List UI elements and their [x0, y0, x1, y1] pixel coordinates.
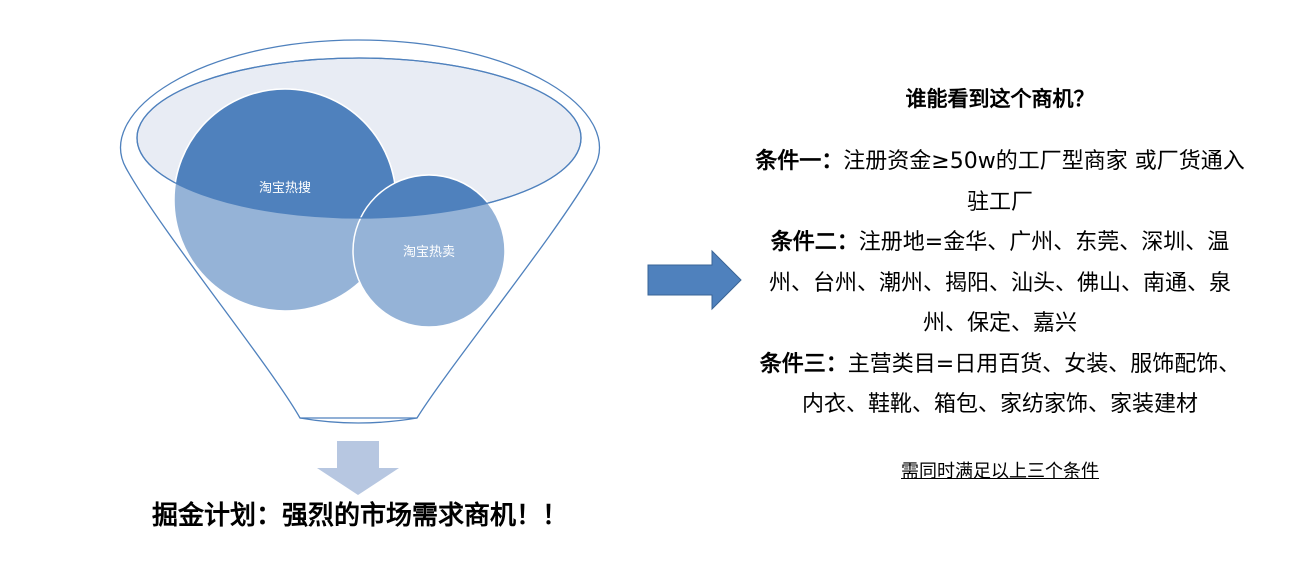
funnel-bottom-lip [299, 417, 418, 424]
condition-2-text: 注册地=金华、广州、东莞、深圳、温州、台州、潮州、揭阳、汕头、佛山、南通、泉州、… [768, 230, 1231, 336]
circle-label-hot-sale: 淘宝热卖 [403, 245, 455, 260]
panel-note: 需同时满足以上三个条件 [901, 460, 1099, 482]
circle-label-hot-search: 淘宝热搜 [259, 181, 311, 196]
condition-3-label: 条件三： [759, 351, 848, 377]
condition-2: 条件二：注册地=金华、广州、东莞、深圳、温州、台州、潮州、揭阳、汕头、佛山、南通… [752, 223, 1248, 345]
conditions-panel: 谁能看到这个商机？ 条件一：注册资金≥50w的工厂型商家 或厂货通入驻工厂 条件… [752, 80, 1248, 484]
condition-1-text: 注册资金≥50w的工厂型商家 或厂货通入驻工厂 [843, 149, 1245, 215]
right-arrow [647, 249, 742, 311]
panel-title: 谁能看到这个商机？ [905, 87, 1095, 111]
condition-1: 条件一：注册资金≥50w的工厂型商家 或厂货通入驻工厂 [752, 142, 1248, 223]
down-arrow [317, 441, 399, 495]
condition-2-label: 条件二： [770, 230, 859, 255]
funnel-caption: 掘金计划：强烈的市场需求商机！！ [151, 501, 568, 531]
condition-1-label: 条件一： [755, 149, 844, 174]
condition-3-text: 主营类目=日用百货、女装、服饰配饰、内衣、鞋靴、箱包、家纺家饰、家装建材 [801, 351, 1241, 418]
condition-3: 条件三：主营类目=日用百货、女装、服饰配饰、内衣、鞋靴、箱包、家纺家饰、家装建材 [752, 345, 1248, 426]
